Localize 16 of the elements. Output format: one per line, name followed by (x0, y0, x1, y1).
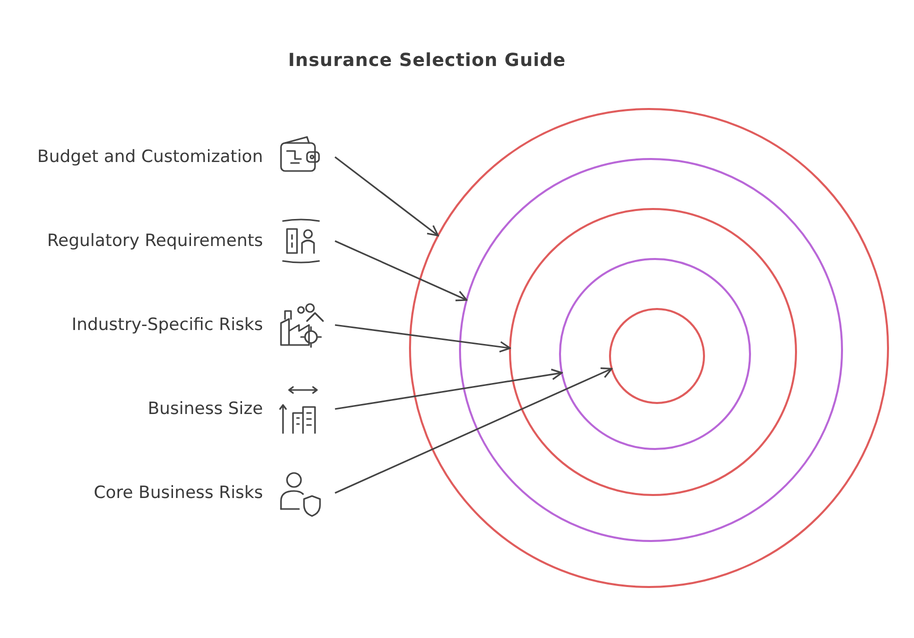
arrow (334, 367, 613, 494)
target-ring (509, 208, 797, 496)
factor-label: Industry-Specific Risks (72, 315, 263, 335)
target-ring (409, 108, 889, 588)
arrow (334, 324, 511, 353)
arrow (334, 156, 439, 236)
diagram-title: Insurance Selection Guide (287, 50, 567, 71)
target-ring (559, 258, 751, 450)
arrow (334, 368, 563, 410)
factor-label: Regulatory Requirements (47, 231, 263, 251)
target-ring (459, 158, 843, 542)
target-ring (609, 308, 705, 404)
factor-label: Core Business Risks (94, 483, 263, 503)
factor-label: Business Size (148, 399, 263, 419)
factor-label: Budget and Customization (37, 147, 263, 167)
arrow (334, 240, 468, 302)
